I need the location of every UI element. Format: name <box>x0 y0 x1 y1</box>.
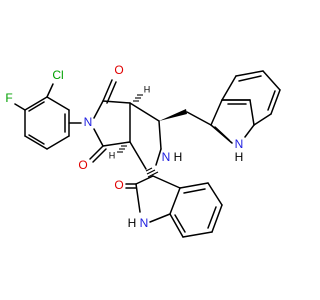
oxygen-bottom-label: O <box>78 158 87 172</box>
oxindole-oxygen-label: O <box>114 178 123 192</box>
pyrrolidine-hydrogen-label: H <box>174 150 183 164</box>
carbonyl-top-bond-a <box>102 79 113 102</box>
fluorine-atom-label: F <box>5 91 12 105</box>
pyrrolidine-ring <box>129 102 162 170</box>
chlorine-atom-label: Cl <box>52 68 63 82</box>
carbonyl-bottom-bond-b <box>92 148 107 163</box>
indole-benzene-ring <box>221 70 281 126</box>
oxindole-hydrogen-label: H <box>128 216 137 230</box>
stereo-h-top-label: H <box>144 84 151 94</box>
carbonyl-bottom-bond-a <box>89 145 104 160</box>
indole-pyrrole-ring <box>210 99 255 144</box>
oxindole-nitrogen-label: N <box>140 216 149 230</box>
imide-ring <box>93 100 131 147</box>
methylene-link <box>159 109 212 126</box>
oxindole-lactam-ring <box>135 175 181 223</box>
c-cl-bond <box>46 83 54 98</box>
chlorofluorophenyl-ring <box>24 96 70 150</box>
stereo-hydrogen-bottom <box>117 145 127 153</box>
imide-nitrogen-label: N <box>84 115 93 129</box>
oxygen-top-label: O <box>114 63 123 77</box>
stereo-hydrogen-top <box>133 94 143 102</box>
pyrrolidine-nitrogen-label: N <box>162 150 171 164</box>
indole-hydrogen-label: H <box>235 150 244 164</box>
c-f-bond <box>14 103 26 111</box>
stereo-h-bottom-label: H <box>109 150 116 160</box>
carbonyl-top-bond-b <box>106 81 117 104</box>
oxindole-benzene-ring <box>169 182 223 238</box>
molecule-structure: Cl F N O O H H N H <box>5 63 281 238</box>
spiro-carbon-hash <box>145 167 159 178</box>
indole-nitrogen-label: N <box>235 137 244 151</box>
